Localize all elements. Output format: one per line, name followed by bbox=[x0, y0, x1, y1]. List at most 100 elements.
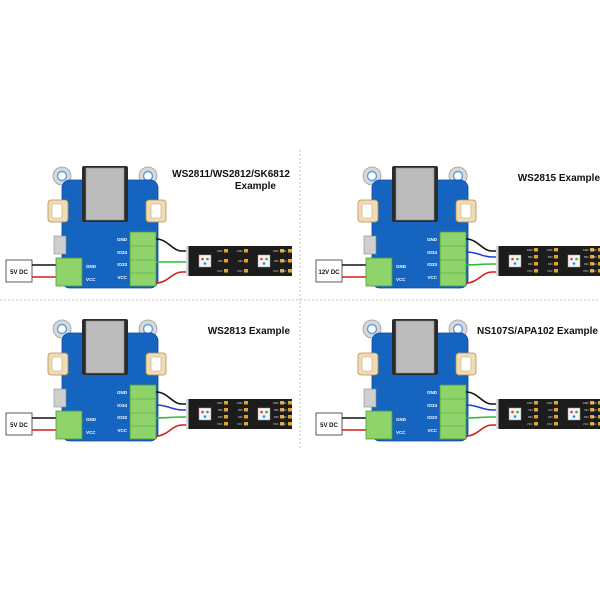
strip-pad-label: DIN bbox=[274, 259, 279, 263]
power-terminal-block bbox=[365, 257, 393, 287]
strip-pad bbox=[534, 262, 538, 266]
strip-pad bbox=[554, 255, 558, 259]
mount-hole-left-inner bbox=[366, 323, 378, 335]
strip-pad-label: GND bbox=[281, 401, 287, 405]
strip-pad-label: VCC bbox=[527, 269, 533, 273]
strip-pad bbox=[534, 248, 538, 252]
power-terminal-block bbox=[55, 410, 83, 440]
led-dot-red bbox=[511, 257, 514, 261]
board-pin-label: GND bbox=[427, 237, 438, 242]
strip-pad bbox=[590, 248, 594, 252]
strip-pad bbox=[280, 408, 284, 412]
led-dot-red bbox=[201, 410, 204, 414]
led-dot-blue bbox=[262, 262, 266, 265]
power-pin-label: VCC bbox=[396, 430, 406, 435]
strip-pad bbox=[598, 408, 600, 412]
led-chip bbox=[567, 407, 581, 421]
power-supply-label: 5V DC bbox=[320, 423, 338, 429]
strip-pad bbox=[288, 408, 292, 412]
power-terminal-block bbox=[365, 410, 393, 440]
led-strip-edge bbox=[186, 246, 189, 276]
led-strip-edge bbox=[186, 399, 189, 429]
wire-green bbox=[465, 263, 498, 266]
strip-pad bbox=[280, 401, 284, 405]
wire-black bbox=[465, 391, 498, 405]
strip-pad bbox=[598, 415, 600, 419]
power-pin-label: GND bbox=[396, 417, 407, 422]
led-chip bbox=[257, 407, 271, 421]
jst-connector-left-slot bbox=[51, 356, 63, 372]
panel-title: WS2815 Example bbox=[518, 173, 600, 184]
panel-title: NS107S/APA102 Example bbox=[477, 326, 598, 337]
mount-hole-right-inner bbox=[142, 170, 154, 182]
strip-pad-label: CIN bbox=[548, 408, 553, 412]
jst-connector-right-slot bbox=[460, 203, 472, 219]
strip-pad bbox=[288, 269, 292, 273]
wire-green bbox=[155, 416, 188, 419]
wire-red bbox=[155, 424, 188, 437]
strip-pad bbox=[534, 269, 538, 273]
strip-pad bbox=[554, 422, 558, 426]
board-pin-label: VCC bbox=[117, 428, 127, 433]
strip-pad-label: DIN bbox=[218, 415, 223, 419]
strip-pad bbox=[280, 249, 284, 253]
strip-pad-label: BIN bbox=[584, 255, 588, 259]
strip-pad-label: VCC bbox=[281, 269, 287, 273]
board-pin-label: IO33 bbox=[117, 415, 127, 420]
strip-pad-label: GND bbox=[273, 401, 279, 405]
board-pin-label: IO34 bbox=[117, 403, 127, 408]
strip-pad-label: GND bbox=[237, 249, 243, 253]
wire-green bbox=[465, 416, 498, 419]
strip-pad-label: VCC bbox=[237, 422, 243, 426]
strip-pad bbox=[554, 408, 558, 412]
strip-pad-label: GND bbox=[547, 401, 553, 405]
strip-pad-label: GND bbox=[591, 401, 597, 405]
strip-pad-label: DIN bbox=[548, 262, 553, 266]
strip-pad bbox=[554, 248, 558, 252]
led-dot-red bbox=[511, 410, 514, 414]
power-terminal-block bbox=[55, 257, 83, 287]
panel-title: WS2813 Example bbox=[208, 326, 291, 337]
jst-connector-left-slot bbox=[361, 356, 373, 372]
strip-pad-label: DIN bbox=[238, 415, 243, 419]
usb-port bbox=[53, 388, 67, 408]
strip-pad bbox=[534, 255, 538, 259]
strip-pad-label: DIN bbox=[282, 415, 287, 419]
strip-pad-label: BIN bbox=[548, 255, 552, 259]
led-dot-blue bbox=[203, 262, 207, 265]
strip-pad-label: DIN bbox=[592, 415, 597, 419]
strip-pad bbox=[534, 401, 538, 405]
led-dot-green bbox=[265, 410, 268, 414]
strip-pad-label: DIN bbox=[548, 415, 553, 419]
usb-port bbox=[363, 235, 377, 255]
strip-pad-label: BIN bbox=[282, 408, 286, 412]
strip-pad-label: BIN bbox=[528, 255, 532, 259]
mount-hole-left-inner bbox=[56, 323, 68, 335]
strip-pad-label: DIN bbox=[584, 415, 589, 419]
strip-pad-label: VCC bbox=[591, 422, 597, 426]
wire-red bbox=[465, 424, 498, 437]
strip-pad bbox=[280, 269, 284, 273]
strip-pad bbox=[288, 415, 292, 419]
board-pin-label: IO33 bbox=[117, 262, 127, 267]
strip-pad-label: DIN bbox=[528, 415, 533, 419]
led-dot-green bbox=[575, 410, 578, 414]
led-dot-green bbox=[206, 410, 209, 414]
power-supply-box bbox=[5, 412, 33, 436]
panel-title-line2: Example bbox=[235, 181, 277, 192]
strip-pad-label: VCC bbox=[527, 422, 533, 426]
board-pin-label: VCC bbox=[427, 275, 437, 280]
board-pin-label: GND bbox=[427, 390, 438, 395]
strip-pad bbox=[598, 269, 600, 273]
led-dot-red bbox=[260, 410, 263, 414]
strip-pad bbox=[554, 262, 558, 266]
wire-red bbox=[155, 271, 188, 284]
strip-pad bbox=[590, 401, 594, 405]
strip-pad bbox=[590, 408, 594, 412]
strip-pad bbox=[244, 408, 248, 412]
jst-connector-left-slot bbox=[361, 203, 373, 219]
strip-pad bbox=[280, 415, 284, 419]
signal-terminal-block bbox=[129, 231, 157, 287]
strip-pad bbox=[590, 269, 594, 273]
